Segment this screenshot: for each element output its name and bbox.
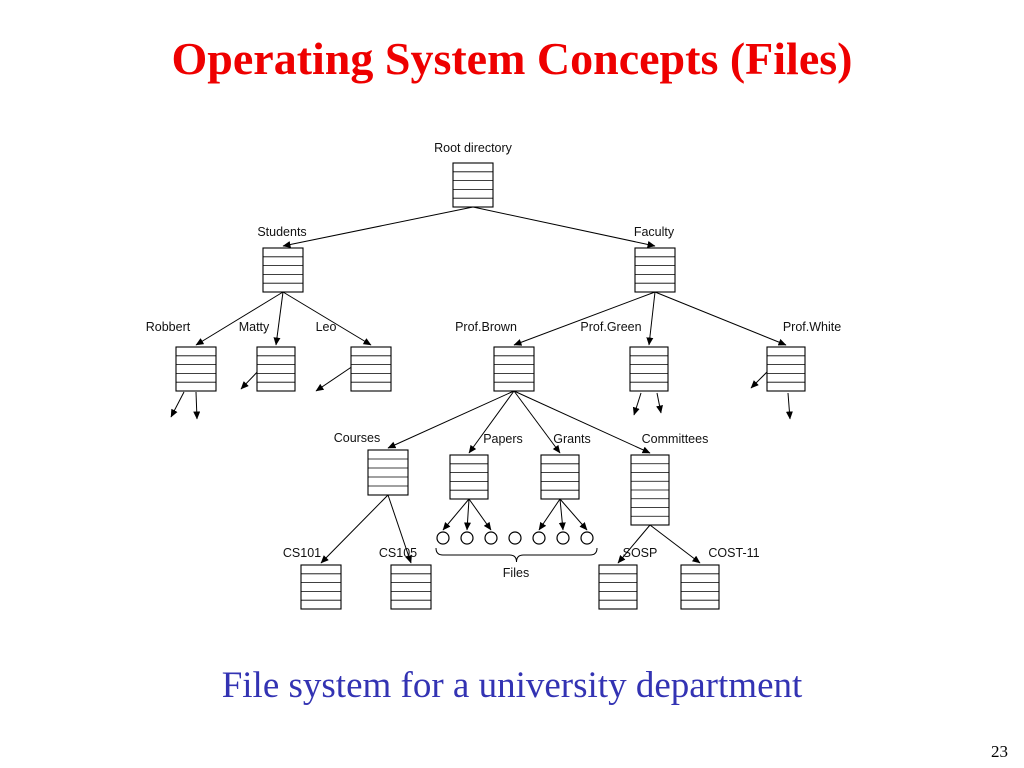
tree-edge-brown-papers [468,390,515,454]
dir-node-sosp: SOSP [598,546,658,610]
tree-edge-students-robbert [195,291,284,346]
file-stub-arrow [785,392,793,420]
slide-title: Operating System Concepts (Files) [171,33,853,84]
dir-box-leo [350,346,392,392]
file-stub-arrow [170,391,185,418]
dir-label-faculty: Faculty [634,225,675,239]
dir-node-students: Students [257,225,307,293]
file-edge-grants-4 [538,498,561,531]
file-circle [532,531,546,545]
file-circle [484,531,498,545]
tree-edge-courses-cs105 [387,494,412,564]
dir-box-root [452,162,494,208]
dir-label-committees: Committees [642,432,709,446]
dir-node-grants: Grants [540,432,591,500]
tree-edge-brown-committees [513,390,651,454]
dir-node-cs101: CS101 [283,546,342,610]
files-label: Files [503,566,529,580]
dir-label-students: Students [257,225,306,239]
dir-box-cost11 [680,564,720,610]
tree-edge-brown-grants [513,390,561,454]
dir-node-root: Root directory [434,141,513,208]
file-stub-arrow [632,392,642,416]
dir-node-leo: Leo [316,320,392,392]
file-stub-arrow [315,365,354,392]
tree-edge-students-matty [273,291,284,346]
file-circle [460,531,474,545]
dir-box-students [262,247,304,293]
tree-edge-students-leo [282,291,372,346]
dir-box-faculty [634,247,676,293]
tree-edge-faculty-green [646,291,656,346]
dir-label-sosp: SOSP [623,546,658,560]
dir-node-committees: Committees [630,432,709,526]
file-edge-grants-5 [558,498,566,531]
dir-label-cost11: COST-11 [708,546,759,560]
tree-edge-committees-sosp [617,524,651,564]
dir-node-papers: Papers [449,432,523,500]
dir-node-courses: Courses [334,431,409,496]
dir-label-cs101: CS101 [283,546,321,560]
dir-label-cs105: CS105 [379,546,417,560]
dir-node-white: Prof.White [766,320,841,392]
dir-box-cs101 [300,564,342,610]
file-circle [508,531,522,545]
page-number: 23 [991,742,1008,761]
tree-edge-faculty-brown [513,291,656,346]
tree-edge-root-faculty [472,206,656,248]
dir-node-green: Prof.Green [580,320,669,392]
dir-label-white: Prof.White [783,320,841,334]
dir-node-cost11: COST-11 [680,546,760,610]
dir-box-courses [367,449,409,496]
dir-box-sosp [598,564,638,610]
dir-box-cs105 [390,564,432,610]
dir-label-green: Prof.Green [580,320,641,334]
dir-node-robbert: Robbert [146,320,217,392]
dir-box-green [629,346,669,392]
tree-edge-committees-cost11 [649,524,701,564]
dir-box-grants [540,454,580,500]
dir-label-root: Root directory [434,141,513,155]
file-stub-arrow [193,391,201,420]
dir-label-robbert: Robbert [146,320,191,334]
tree-edge-root-students [282,206,474,248]
file-edge-papers-2 [468,498,492,531]
slide-caption: File system for a university department [221,665,803,706]
file-circle [556,531,570,545]
file-edge-papers-1 [463,498,471,531]
dir-node-brown: Prof.Brown [455,320,535,392]
tree-edge-faculty-white [654,291,787,346]
dir-label-brown: Prof.Brown [455,320,517,334]
files-brace [435,547,598,563]
dir-label-grants: Grants [553,432,591,446]
dir-box-matty [256,346,296,392]
file-edge-grants-6 [559,498,588,531]
tree-edge-courses-cs101 [320,494,389,564]
dir-box-papers [449,454,489,500]
dir-box-robbert [175,346,217,392]
file-circle [580,531,594,545]
tree-edge-brown-courses [387,390,515,449]
dir-label-papers: Papers [483,432,523,446]
file-stub-arrow [656,392,663,414]
dir-node-faculty: Faculty [634,225,676,293]
dir-label-matty: Matty [239,320,270,334]
file-circle [436,531,450,545]
dir-node-matty: Matty [239,320,296,392]
file-edge-papers-0 [442,498,470,531]
dir-label-leo: Leo [316,320,337,334]
dir-label-courses: Courses [334,431,381,445]
dir-box-brown [493,346,535,392]
dir-box-white [766,346,806,392]
dir-node-cs105: CS105 [379,546,432,610]
